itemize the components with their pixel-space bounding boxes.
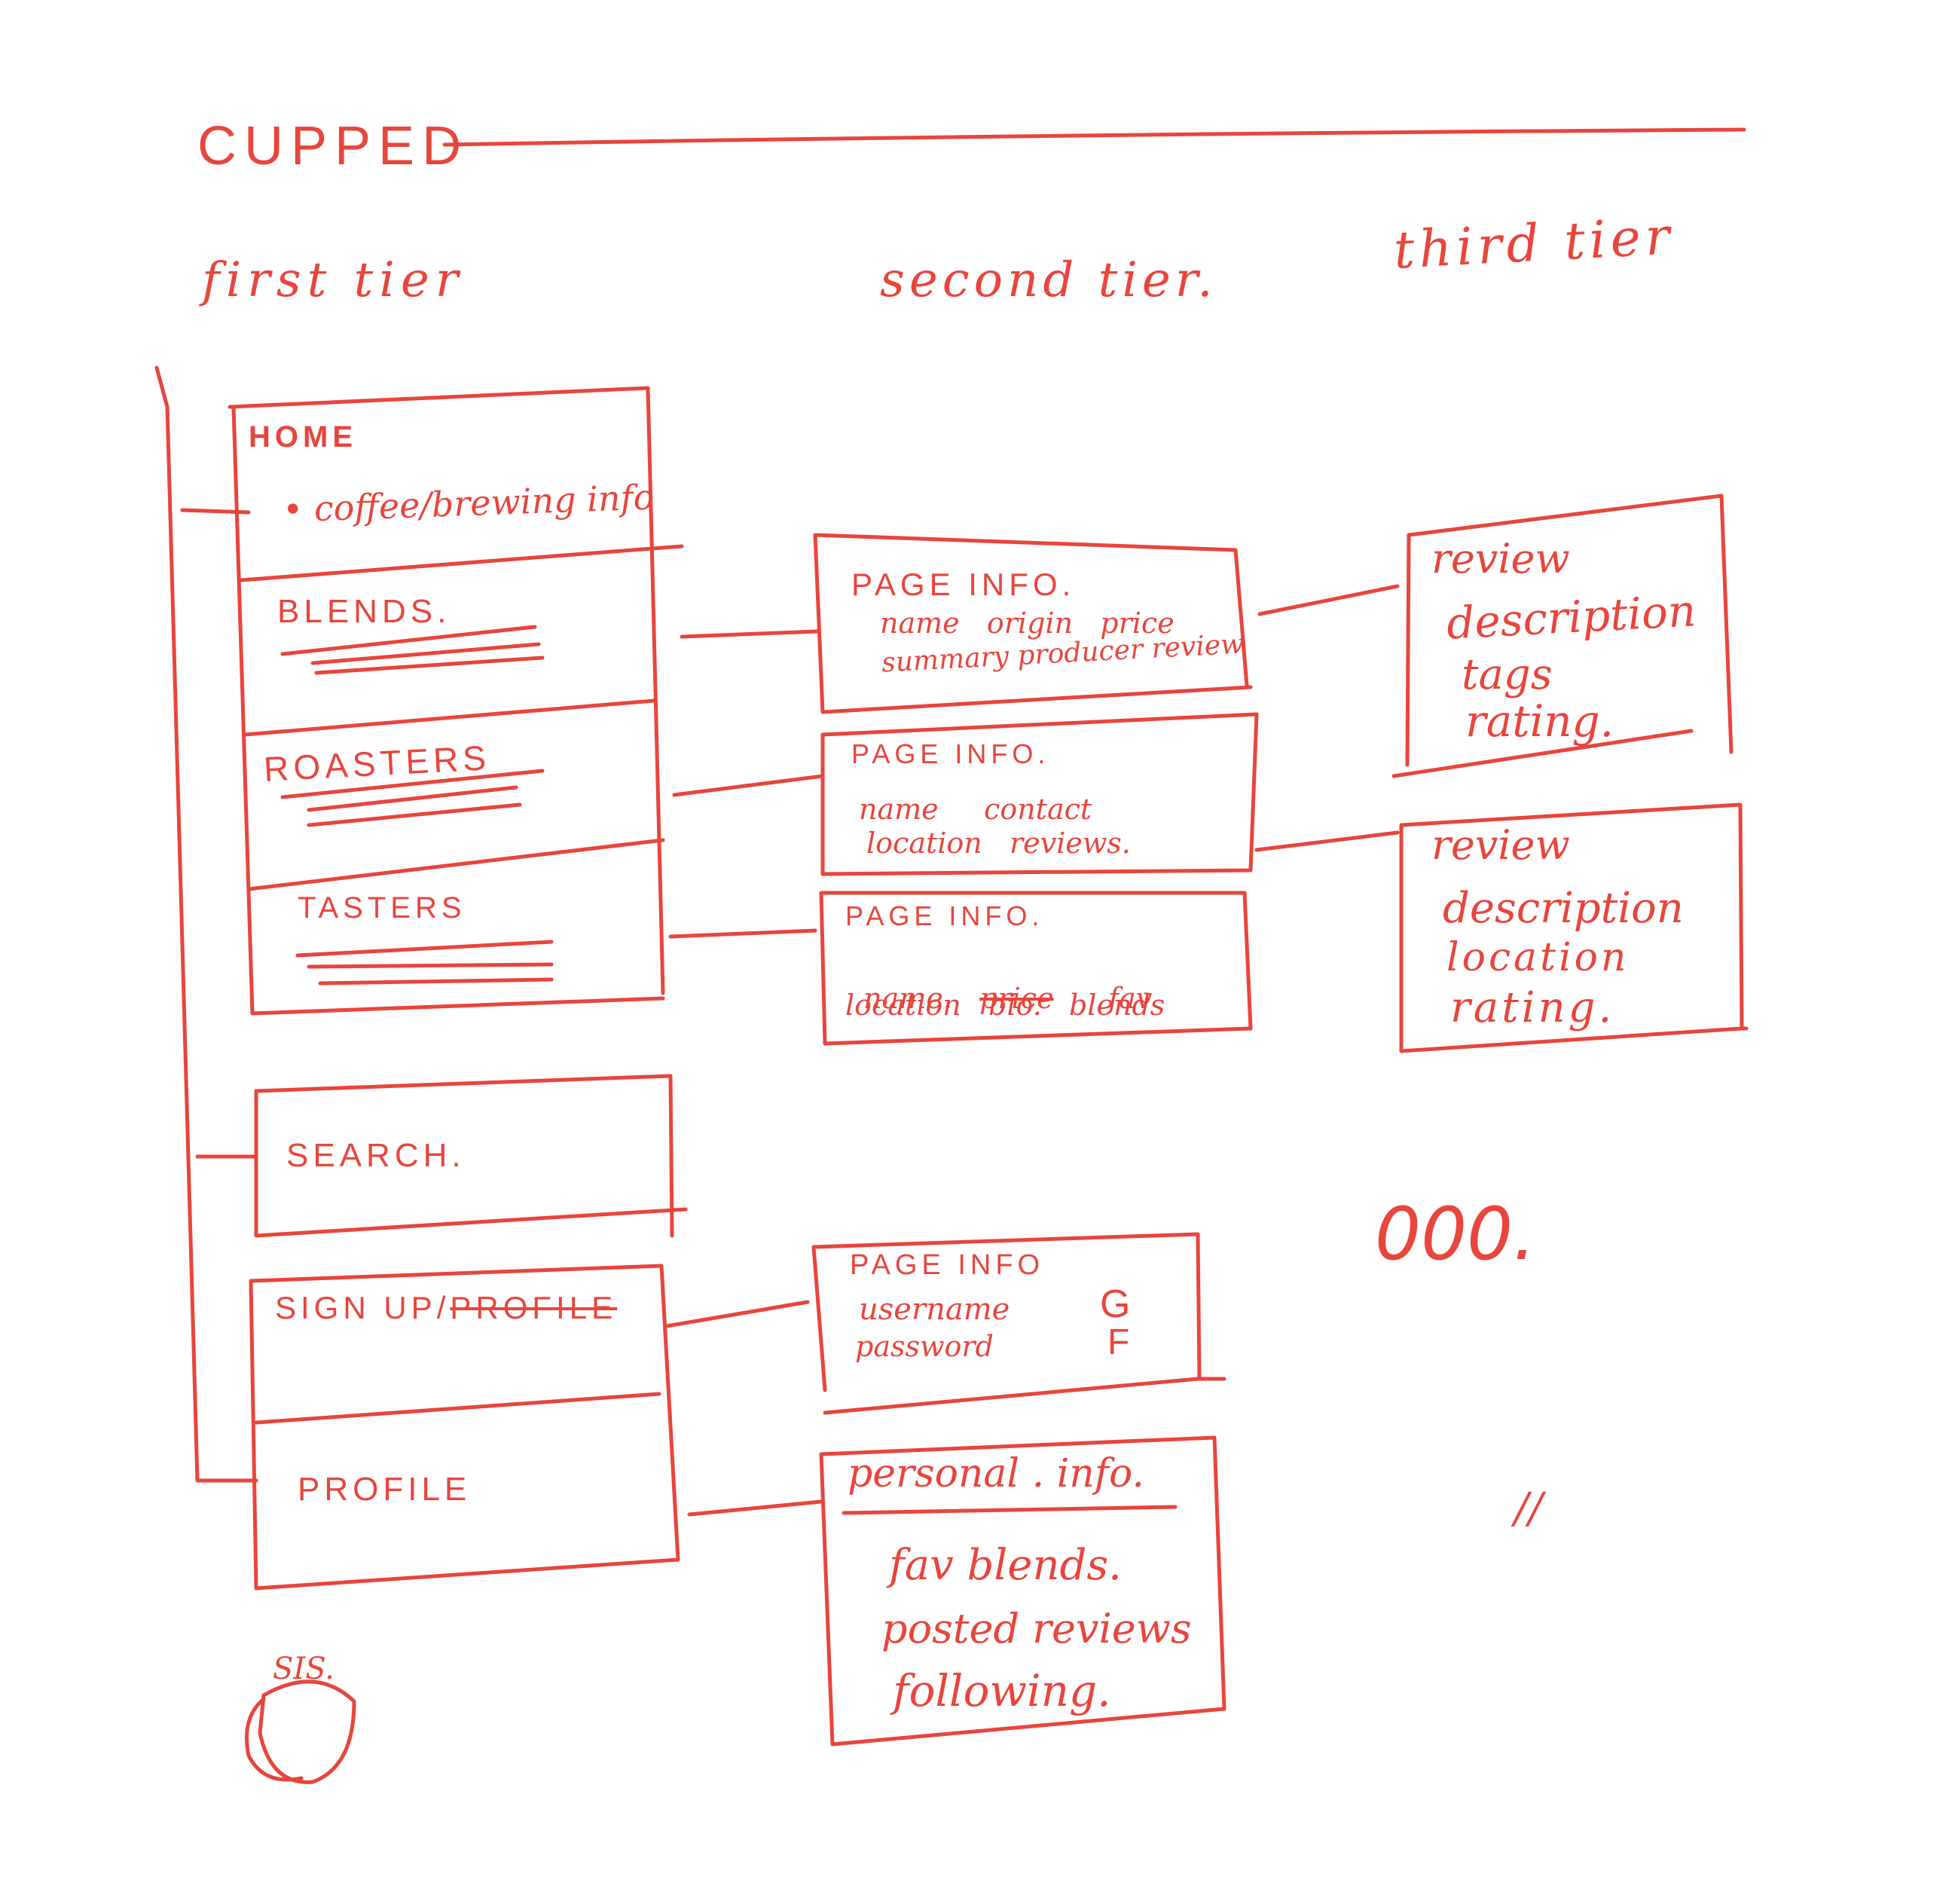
blends-title: BLENDS.: [277, 593, 451, 630]
divider-signup: [254, 1392, 661, 1425]
signup-info-username: username: [859, 1292, 1010, 1327]
signup-info-password: password: [855, 1330, 994, 1363]
box-roaster-info: [820, 712, 1259, 876]
taster-info-name: name.: [863, 982, 952, 1015]
connector-profile: [687, 1499, 823, 1517]
connector-blend-review: [1257, 584, 1400, 616]
signup-title-struck: PROFILE: [450, 1290, 618, 1325]
connector-tasters: [668, 928, 817, 939]
box-roaster-review: [1399, 802, 1749, 1053]
brand-title: CUPPED: [197, 116, 469, 176]
profile-title: PROFILE: [298, 1471, 472, 1508]
tasters-title: TASTERS: [298, 891, 466, 924]
connector-signup: [664, 1300, 810, 1328]
home-title: HOME: [249, 420, 357, 454]
roaster-info-title: PAGE INFO.: [851, 738, 1050, 769]
header-rule: [442, 127, 1746, 147]
search-title: SEARCH.: [286, 1137, 466, 1174]
roasters-scribble: [280, 769, 545, 827]
blends-scribble: [280, 625, 545, 675]
coffee-beans-doodle: 000.: [1375, 1192, 1536, 1276]
signup-title-main: SIGN UP/: [275, 1290, 451, 1325]
google-login-label: G: [1100, 1282, 1135, 1326]
box-personal-info: [819, 1435, 1226, 1747]
tier-heading-third: third tier: [1392, 206, 1676, 281]
blend-review-item3: rating.: [1465, 695, 1614, 747]
tier-heading-first: first tier: [202, 252, 465, 308]
taster-info-struck: price: [979, 982, 1054, 1015]
roaster-review-title: review: [1431, 821, 1570, 869]
roaster-review-item1: description: [1443, 884, 1684, 933]
signup-info-title: PAGE INFO: [850, 1249, 1045, 1281]
taster-info-line2: location bio. blends: [845, 989, 1165, 1022]
divider-blends: [243, 698, 656, 737]
box-taster-info: [819, 891, 1253, 1046]
box-blend-info: [813, 533, 1253, 714]
roaster-info-line2: location reviews.: [866, 827, 1131, 860]
cup-icon: [245, 1679, 356, 1784]
roaster-review-item2: location: [1446, 935, 1630, 980]
connector-roasters: [672, 774, 825, 797]
box-search: [254, 1074, 688, 1238]
box-main-tier: [228, 386, 665, 1016]
blend-info-title: PAGE INFO.: [851, 567, 1076, 602]
box-signup-profile: [249, 1264, 680, 1591]
tasters-scribble: [295, 940, 554, 986]
personal-info-item2: posted reviews: [881, 1605, 1192, 1652]
facebook-login-label: F: [1107, 1322, 1135, 1362]
connector-roaster-review: [1254, 830, 1400, 852]
tree-spine: [154, 365, 258, 1483]
box-signup-info: [811, 1232, 1226, 1415]
cup-steam: SIS.: [273, 1652, 334, 1686]
roaster-review-item3: rating.: [1450, 983, 1615, 1032]
taster-info-title: PAGE INFO.: [845, 900, 1044, 931]
connector-blends: [680, 629, 820, 639]
tier-heading-second: second tier.: [880, 252, 1217, 308]
personal-info-item3: following.: [893, 1665, 1111, 1716]
box-blend-review: [1391, 494, 1734, 778]
tick-mark: //: [1514, 1484, 1543, 1533]
taster-info-line1: name. price fav: [845, 955, 1152, 1013]
roaster-info-line1: name contact: [859, 793, 1092, 826]
blend-review-item2: tags: [1462, 650, 1553, 699]
personal-info-title: personal . info.: [848, 1451, 1144, 1496]
signup-title: SIGN UP/PROFILE: [275, 1292, 617, 1324]
taster-info-fav: fav: [1108, 982, 1153, 1015]
divider-home: [239, 544, 684, 582]
divider-roasters: [246, 838, 665, 891]
blend-review-item1: description: [1445, 585, 1697, 649]
personal-underline: [842, 1505, 1178, 1515]
blend-review-title: review: [1431, 535, 1570, 582]
blend-info-line1: name origin price: [880, 607, 1175, 640]
personal-info-item1: fav blends.: [889, 1541, 1122, 1590]
